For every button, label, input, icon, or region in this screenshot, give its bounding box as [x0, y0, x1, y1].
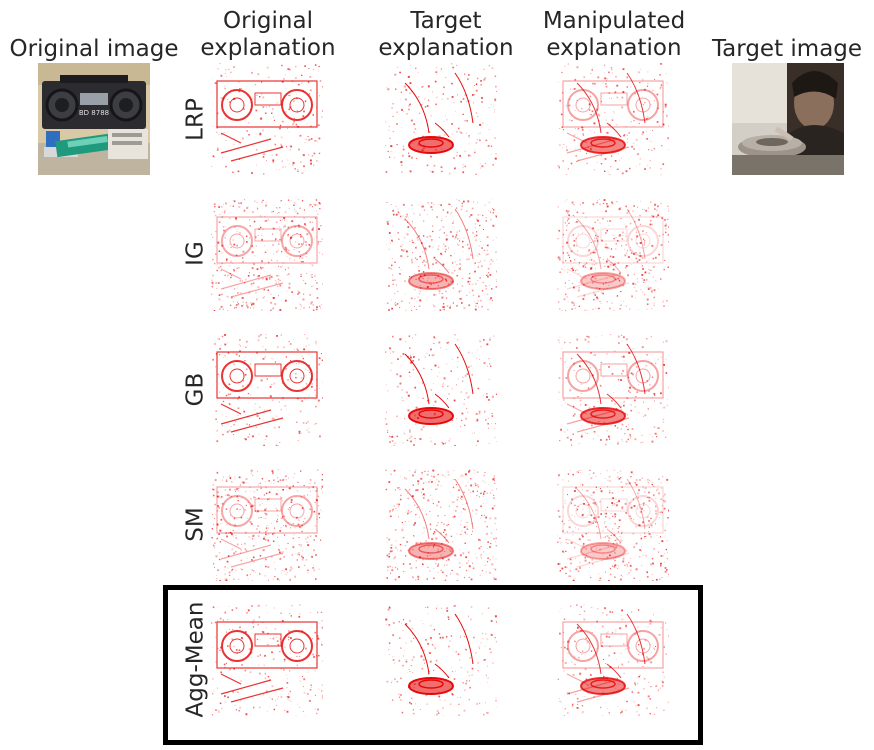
row-label-lrp: LRP: [182, 98, 209, 141]
row-label-ig: IG: [182, 241, 209, 266]
col-title-target-image: Target image: [711, 36, 863, 62]
col-title-target-explanation: Target explanation: [378, 8, 514, 61]
heatmap-gb-manipulated: [557, 334, 670, 446]
heatmap-sm-manipulated: [557, 469, 670, 583]
heatmap-ig-target: [385, 199, 498, 312]
agg-mean-highlight-box: [163, 585, 703, 745]
heatmap-agg-mean-manipulated: [557, 604, 671, 718]
row-label-sm: SM: [182, 507, 209, 542]
heatmap-agg-mean-target: [385, 604, 499, 718]
heatmap-lrp-original: [211, 63, 324, 175]
original-image-boombox: BD 8788: [38, 63, 150, 175]
svg-text:BD 8788: BD 8788: [79, 109, 109, 117]
heatmap-sm-original: [211, 469, 325, 583]
heatmap-gb-original: [211, 334, 324, 447]
col-title-manipulated-explanation: Manipulated explanation: [542, 8, 686, 61]
heatmap-ig-original: [211, 199, 324, 313]
heatmap-lrp-manipulated: [557, 63, 670, 176]
target-image-person-bowl: [732, 63, 844, 175]
col-title-original-image: Original image: [9, 36, 179, 62]
heatmap-ig-manipulated: [557, 199, 670, 313]
row-label-gb: GB: [182, 372, 209, 407]
col-title-original-explanation: Original explanation: [200, 8, 336, 61]
heatmap-agg-mean-original: [211, 604, 325, 718]
heatmap-lrp-target: [385, 63, 498, 176]
heatmap-gb-target: [385, 334, 498, 448]
heatmap-sm-target: [385, 469, 498, 583]
